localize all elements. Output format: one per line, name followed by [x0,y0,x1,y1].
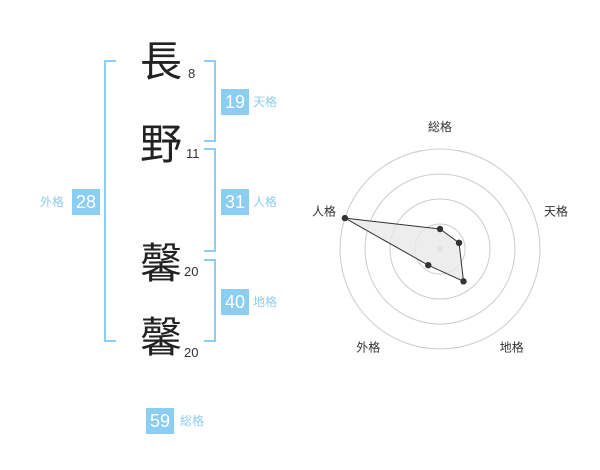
radar-point-3 [425,261,432,269]
jinkaku-bracket [204,148,216,252]
soukaku-label: 総格 [180,414,205,428]
soukaku-value-badge: 59 [146,408,174,434]
tenkaku-bracket [204,60,216,142]
radar-axis-label-4: 人格 [312,203,336,218]
name-char-4: 馨 [140,313,183,362]
radar-ring-4 [339,148,541,350]
name-char-2: 野 [140,120,183,169]
radar-point-2 [460,278,467,285]
radar-axis-label-0: 総格 [428,119,452,134]
tenkaku-value-badge: 19 [221,89,249,115]
gaikaku-label: 外格 [40,195,65,209]
radar-point-1 [455,239,463,247]
stroke-count-3: 20 [184,264,199,279]
radar-point-0 [436,225,444,233]
name-char-1: 長 [140,37,183,86]
radar-axis-label-1: 天格 [544,203,568,218]
radar-ring-2 [389,198,491,300]
radar-axis-label-3: 外格 [356,340,380,355]
radar-ring-3 [364,173,516,325]
stroke-count-4: 20 [184,345,199,360]
stroke-count-1: 8 [188,66,196,81]
chikaku-label: 地格 [253,295,278,309]
chikaku-bracket [204,259,216,342]
stroke-count-2: 11 [186,146,200,161]
chikaku-value-badge: 40 [221,289,249,315]
gaikaku-value-badge: 28 [72,189,100,215]
radar-point-4 [341,214,349,222]
gaikaku-bracket [104,60,116,342]
name-char-3: 馨 [140,239,183,288]
jinkaku-value-badge: 31 [221,189,249,215]
radar-axis-label-2: 地格 [500,340,524,355]
radar-polygon [344,217,465,283]
jinkaku-label: 人格 [253,195,278,209]
tenkaku-label: 天格 [253,95,278,109]
